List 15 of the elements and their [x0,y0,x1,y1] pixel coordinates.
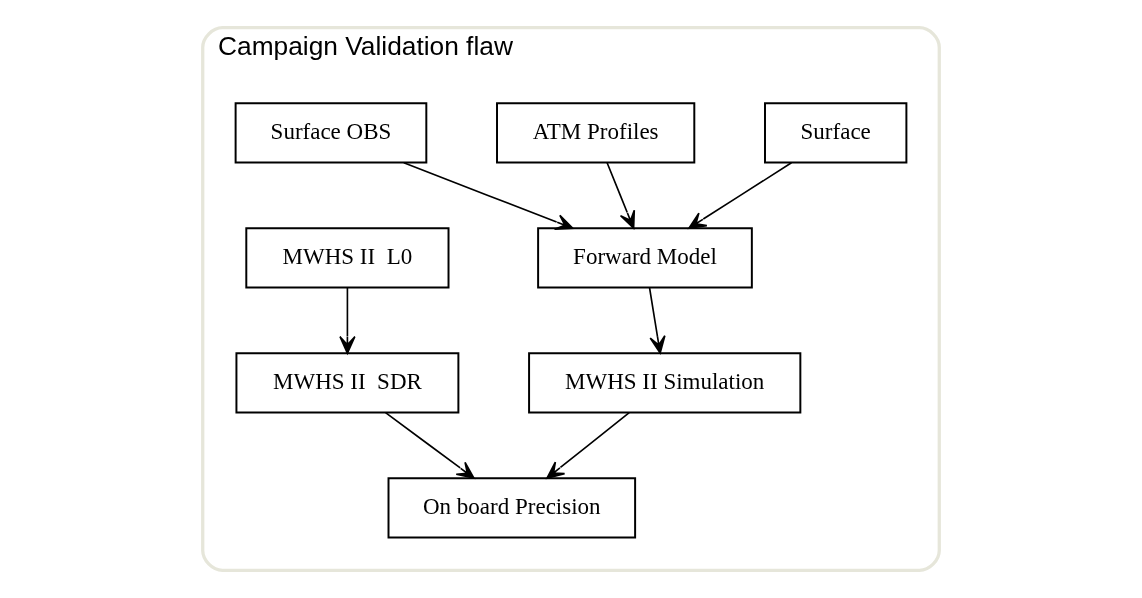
node-box: Forward Model [537,227,753,289]
arrow [403,162,574,230]
node-box: On board Precision [387,477,637,539]
node-box: MWHS II SDR [235,352,460,414]
node-box: Surface [764,102,908,164]
node-box: Surface OBS [234,102,428,164]
arrow [648,286,666,354]
node-box: MWHS II L0 [245,227,450,289]
arrow [384,411,475,479]
arrow [546,411,631,479]
arrow [339,286,356,354]
node-box: MWHS II Simulation [528,352,802,414]
node-box: ATM Profiles [496,102,696,164]
arrow [606,162,636,229]
arrow [688,162,793,229]
